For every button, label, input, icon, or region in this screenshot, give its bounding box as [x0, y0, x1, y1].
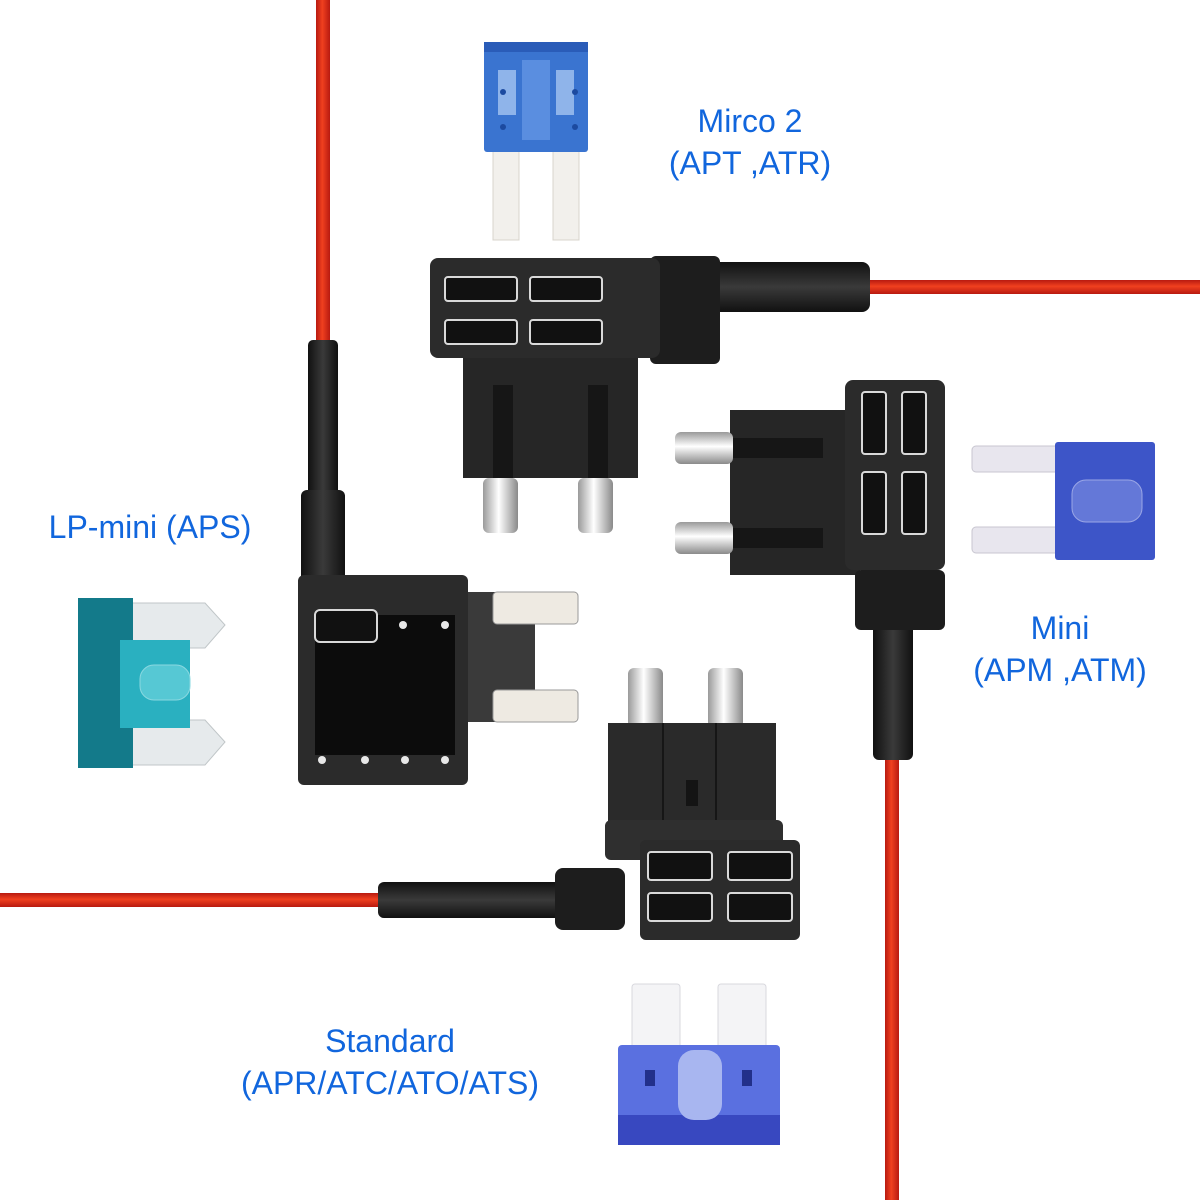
fuse-standard — [618, 983, 780, 1145]
label-mini-name: Mini — [1030, 610, 1090, 646]
label-mini: Mini (APM ,ATM) — [940, 607, 1180, 691]
label-standard-codes: (APR/ATC/ATO/ATS) — [240, 1065, 540, 1101]
fuse-mini — [971, 442, 1155, 560]
wire-standard — [0, 893, 390, 907]
fuse-tap-standard — [378, 668, 800, 940]
label-lp-mini-name: LP-mini (APS) — [48, 509, 252, 545]
fuse-tap-mini — [675, 380, 945, 760]
wire-micro2 — [870, 280, 1200, 294]
label-lp-mini: LP-mini (APS) — [20, 506, 280, 548]
fuse-lp-mini — [78, 598, 226, 768]
label-mini-codes: (APM ,ATM) — [973, 652, 1147, 688]
fuse-tap-lp-mini — [298, 340, 579, 785]
fuse-micro2 — [484, 42, 588, 241]
label-standard-name: Standard — [325, 1023, 455, 1059]
label-standard: Standard (APR/ATC/ATO/ATS) — [190, 1020, 590, 1104]
fuse-tap-micro2 — [430, 256, 870, 533]
label-micro2: Mirco 2 (APT ,ATR) — [630, 100, 870, 184]
wire-lp-mini — [316, 0, 330, 345]
wire-mini — [885, 760, 899, 1200]
label-micro2-codes: (APT ,ATR) — [668, 145, 832, 181]
label-micro2-name: Mirco 2 — [697, 103, 803, 139]
